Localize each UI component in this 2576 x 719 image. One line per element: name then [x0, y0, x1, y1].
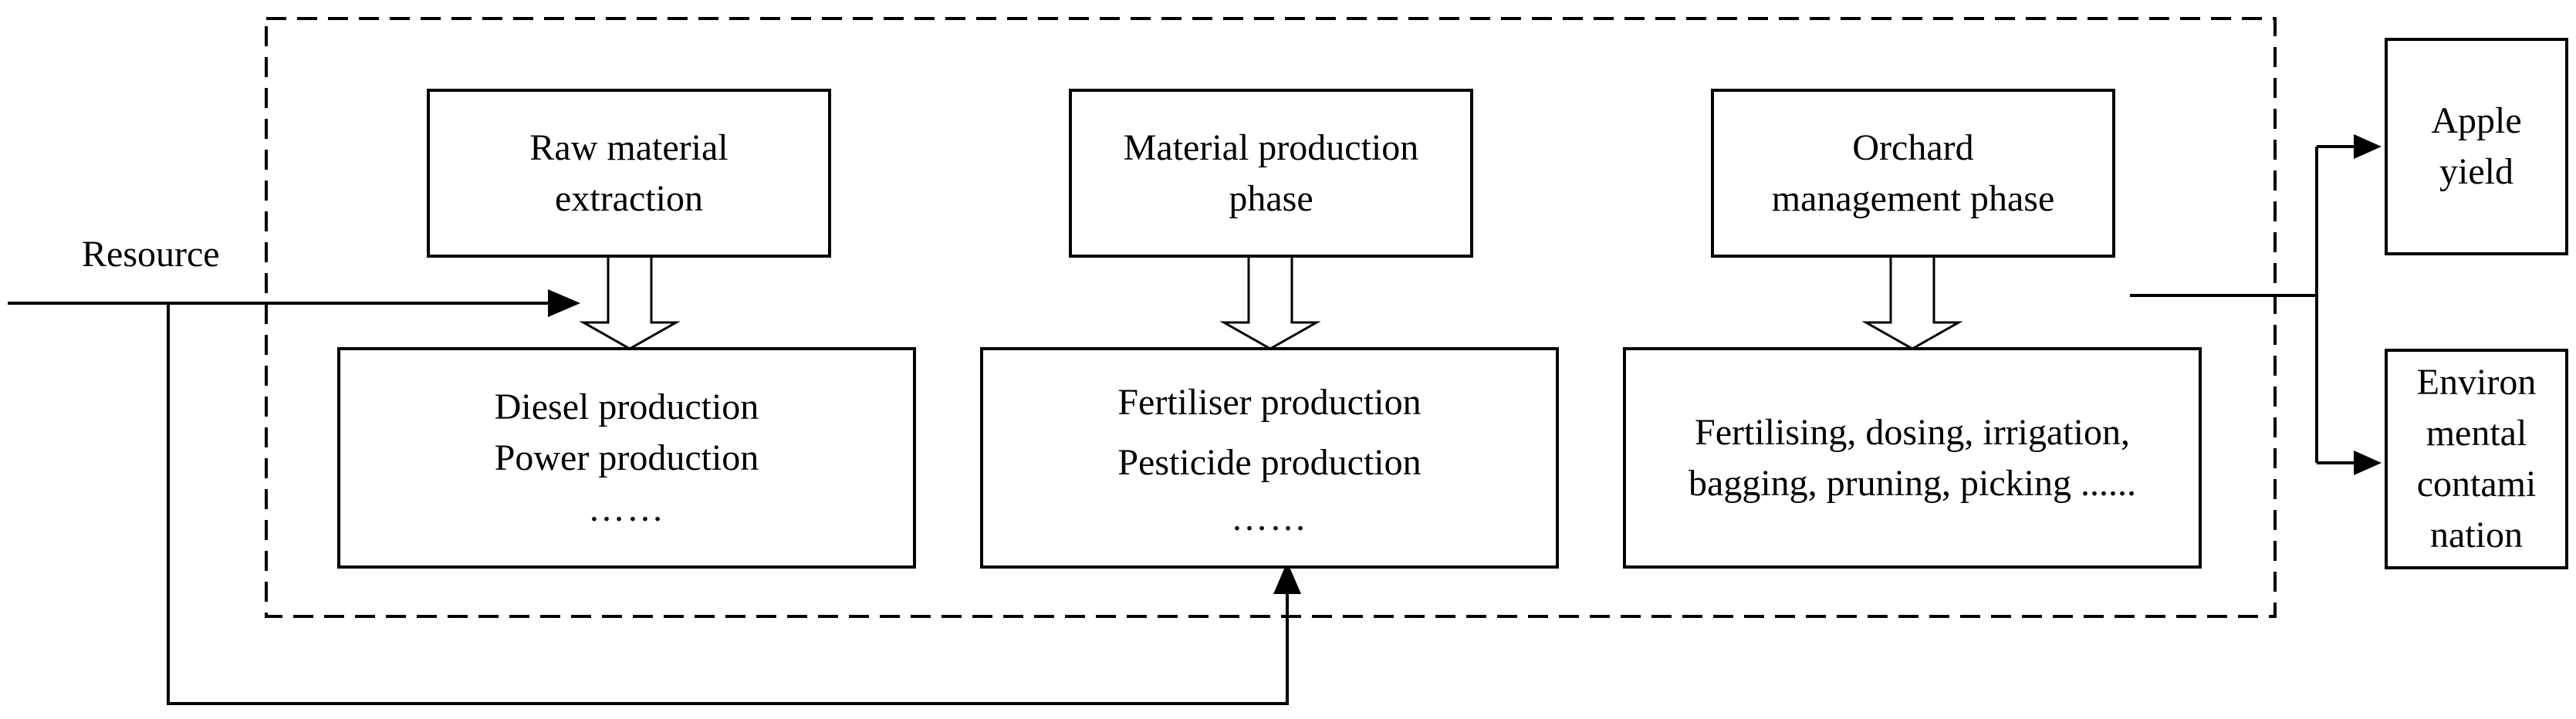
output-line: Environ — [2416, 362, 2537, 403]
output-line: yield — [2439, 151, 2513, 192]
output-connector — [2130, 134, 2382, 475]
output-box-apple-yield: Apple yield — [2385, 38, 2568, 255]
detail-ellipsis: …… — [1231, 497, 1308, 538]
detail-line: Fertiliser production — [1117, 381, 1422, 423]
output-line: mental — [2426, 413, 2527, 454]
detail-ellipsis: …… — [588, 488, 665, 529]
detail-line: bagging, pruning, picking ...... — [1689, 462, 2136, 504]
phase-title-line: extraction — [555, 177, 703, 219]
output-line: contami — [2416, 464, 2537, 505]
phase-title-line: management phase — [1771, 177, 2055, 219]
detail-line: Fertilising, dosing, irrigation, — [1695, 411, 2130, 453]
hollow-down-arrow-2 — [1219, 255, 1321, 350]
phase-title-line: Material production — [1123, 127, 1419, 168]
output-line: nation — [2430, 515, 2523, 555]
hollow-down-arrow-3 — [1861, 255, 1963, 350]
detail-line: Pesticide production — [1117, 441, 1422, 483]
detail-box-orchard-management: Fertilising, dosing, irrigation, bagging… — [1623, 347, 2202, 569]
output-box-environmental-contamination: Environ mental contami nation — [2385, 349, 2568, 569]
phase-box-raw-material-extraction: Raw material extraction — [427, 89, 831, 258]
arrowhead-apple-yield — [2354, 134, 2382, 159]
phase-title-line: Orchard — [1852, 127, 1974, 168]
detail-box-material-production: Fertiliser production Pesticide producti… — [980, 347, 1559, 569]
arrowhead-environmental — [2354, 451, 2382, 475]
system-boundary — [265, 17, 2277, 618]
detail-line: Diesel production — [494, 386, 759, 427]
phase-title-line: Raw material — [529, 127, 729, 168]
phase-box-material-production: Material production phase — [1069, 89, 1473, 258]
resource-label: Resource — [82, 234, 220, 275]
resource-bypass-arrow — [167, 303, 1301, 705]
hollow-down-arrow-1 — [579, 255, 681, 350]
detail-line: Power production — [494, 437, 759, 478]
phase-title-line: phase — [1229, 177, 1313, 219]
detail-box-raw-material-extraction: Diesel production Power production …… — [337, 347, 916, 569]
output-line: Apple — [2431, 100, 2522, 141]
phase-box-orchard-management: Orchard management phase — [1711, 89, 2115, 258]
resource-input-arrow — [8, 289, 580, 317]
